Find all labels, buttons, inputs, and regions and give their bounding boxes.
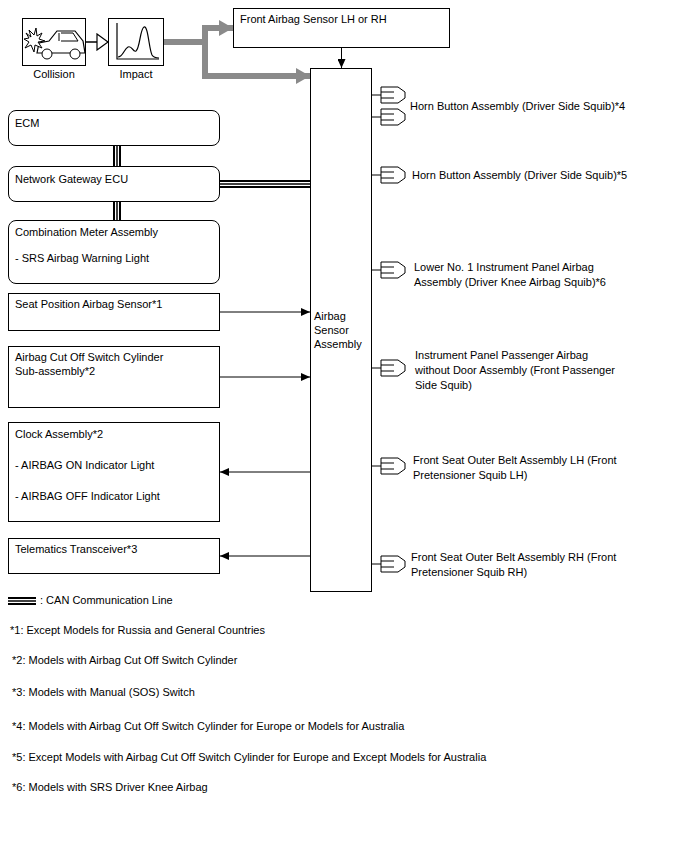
squib-connector (381, 556, 405, 572)
squib-wire (372, 466, 381, 467)
picture-box: Impact (108, 18, 164, 66)
collision-illustration (23, 19, 85, 65)
component-name: Clock Assembly*2 (15, 427, 213, 441)
can-line-sample (8, 601, 36, 602)
component-name: Combination Meter Assembly (15, 225, 213, 239)
can-line-stroke (113, 146, 121, 166)
squib-connector (381, 458, 405, 474)
can-line-stroke (116, 146, 118, 166)
component-box: Clock Assembly*2 - AIRBAG ON Indicator Li… (8, 422, 220, 522)
footnote: *1: Except Models for Russia and General… (10, 623, 680, 638)
squib-connector (381, 262, 405, 278)
connector-path (220, 377, 310, 378)
squib-symbols (372, 87, 405, 572)
component-name: Airbag Sensor Assembly (314, 309, 368, 351)
component-item: - AIRBAG OFF Indicator Light (15, 489, 213, 503)
component-item: - SRS Airbag Warning Light (15, 251, 213, 265)
squib-wire (372, 95, 381, 96)
component-name: Network Gateway ECU (15, 172, 213, 186)
squib-terminal (381, 267, 394, 273)
squib-wire (372, 117, 381, 118)
legend-text: : CAN Communication Line (40, 593, 173, 608)
can-line-stroke (220, 183, 310, 185)
squib-wire (372, 368, 381, 369)
component-name: Front Airbag Sensor LH or RH (240, 12, 443, 26)
can-line (117, 202, 118, 220)
ecu-box: Airbag Sensor Assembly (310, 68, 372, 592)
squib-connector (381, 167, 405, 183)
can-line-stroke (115, 146, 119, 166)
component-item: - AIRBAG ON Indicator Light (15, 458, 213, 472)
can-line-stroke (116, 202, 118, 220)
footnote: *5: Except Models with Airbag Cut Off Sw… (12, 750, 682, 765)
footnote: *2: Models with Airbag Cut Off Switch Cy… (12, 653, 682, 668)
component-box: Front Airbag Sensor LH or RH (233, 8, 450, 48)
can-line (220, 184, 310, 185)
impact-illustration (109, 19, 163, 65)
connector-path (220, 556, 310, 557)
squib-wire (372, 270, 381, 271)
squib-wire (372, 564, 381, 565)
signal-arrow (341, 48, 342, 68)
connector-path (220, 312, 310, 313)
can-line-stroke (115, 202, 119, 220)
component-name: ECM (15, 116, 213, 130)
component-name: Impact (119, 67, 152, 81)
connector-path (341, 48, 342, 68)
footnote: *3: Models with Manual (SOS) Switch (12, 685, 682, 700)
signal-arrow (220, 556, 310, 557)
squib-terminal (381, 561, 394, 567)
picture-box: Collision (22, 18, 86, 66)
squib-terminal (381, 114, 394, 120)
component-name: Seat Position Airbag Sensor*1 (15, 297, 213, 311)
can-line-stroke (220, 182, 310, 186)
squib-label: Horn Button Assembly (Driver Side Squib)… (412, 168, 682, 183)
component-box: Network Gateway ECU (8, 166, 220, 202)
squib-terminal (381, 172, 394, 178)
component-name: Airbag Cut Off Switch Cylinder Sub-assem… (15, 350, 165, 378)
component-box: Telematics Transceiver*3 (8, 538, 220, 574)
squib-connector (381, 109, 405, 125)
component-box: ECM (8, 110, 220, 146)
connector-path (220, 472, 310, 473)
signal-arrow (220, 472, 310, 473)
signal-arrow (220, 312, 310, 313)
squib-label: Front Seat Outer Belt Assembly LH (Front… (413, 453, 643, 483)
component-name: Telematics Transceiver*3 (15, 542, 213, 556)
signal-arrow (86, 42, 108, 43)
component-box: Seat Position Airbag Sensor*1 (8, 293, 220, 331)
signal-arrow (220, 377, 310, 378)
squib-connector (381, 360, 405, 376)
can-line-stroke (220, 180, 310, 188)
connector-path (86, 41, 108, 43)
component-box: Airbag Cut Off Switch Cylinder Sub-assem… (8, 346, 220, 408)
footnote: *6: Models with SRS Driver Knee Airbag (12, 780, 682, 795)
squib-label: Instrument Panel Passenger Airbag withou… (415, 348, 620, 393)
squib-wire (372, 175, 381, 176)
footnote: *4: Models with Airbag Cut Off Switch Cy… (12, 719, 682, 734)
squib-terminal (381, 365, 394, 371)
can-line (117, 146, 118, 166)
squib-label: Horn Button Assembly (Driver Side Squib)… (410, 99, 682, 114)
squib-label: Front Seat Outer Belt Assembly RH (Front… (411, 550, 643, 580)
squib-terminal (381, 463, 394, 469)
squib-label: Lower No. 1 Instrument Panel Airbag Asse… (414, 260, 629, 290)
can-line-stroke (113, 202, 121, 220)
component-box: Combination Meter Assembly - SRS Airbag W… (8, 220, 220, 284)
squib-connector (381, 87, 405, 103)
component-name: Collision (33, 67, 75, 81)
squib-terminal (381, 92, 394, 98)
